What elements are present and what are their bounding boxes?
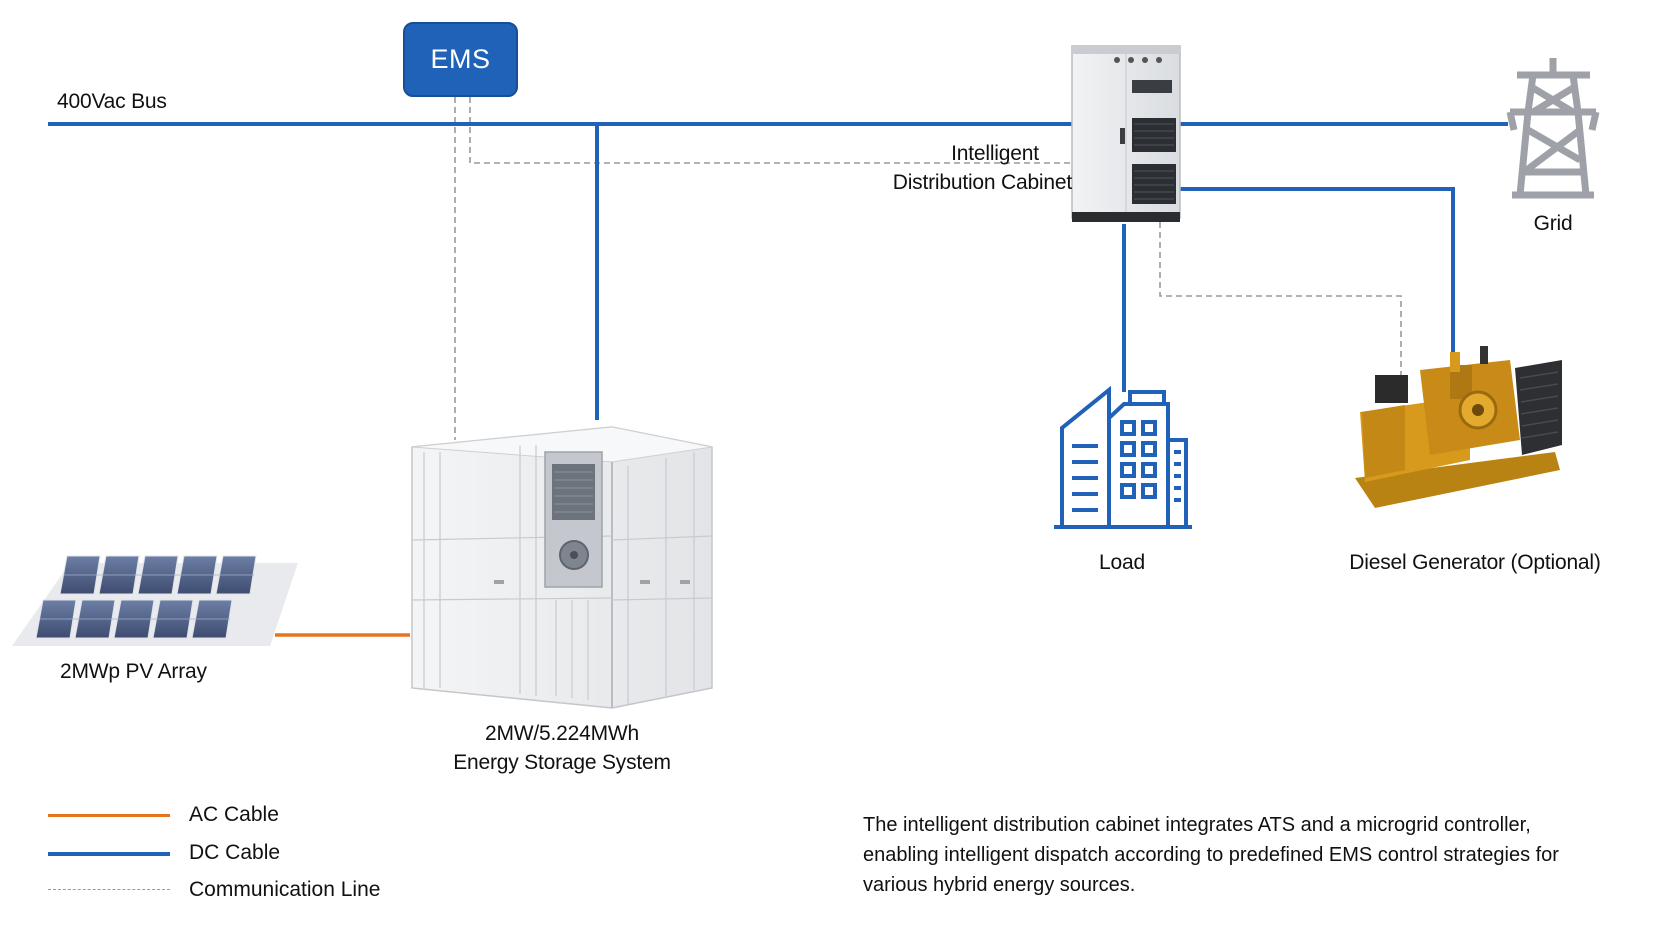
ems-controller: EMS bbox=[403, 22, 518, 97]
cabinet-label-line1: Intelligent bbox=[951, 142, 1039, 165]
distribution-cabinet-image bbox=[1071, 45, 1181, 222]
communication-lines bbox=[454, 97, 1402, 440]
diesel-generator-image bbox=[1355, 346, 1562, 508]
comm-line-ems-to-cabinet bbox=[469, 97, 1070, 164]
load-building-icon bbox=[1054, 385, 1192, 529]
ess-label-line1: 2MW/5.224MWh bbox=[485, 722, 639, 745]
comm-line-cabinet-to-generator bbox=[1159, 222, 1402, 380]
legend-item-dc: DC Cable bbox=[48, 839, 408, 867]
legend-item-comm: Communication Line bbox=[48, 876, 408, 904]
cabinet-label-line2: Distribution Cabinet bbox=[892, 171, 1072, 194]
grid-tower-icon bbox=[1506, 58, 1600, 199]
description-text: The intelligent distribution cabinet int… bbox=[863, 814, 1559, 896]
pv-array-image bbox=[12, 555, 298, 646]
legend-swatch-comm bbox=[48, 889, 170, 890]
dc-cables bbox=[48, 122, 1508, 420]
grid-label: Grid bbox=[1533, 212, 1573, 235]
dc-line-cabinet-to-generator bbox=[1180, 187, 1455, 372]
ess-label-line2: Energy Storage System bbox=[453, 751, 671, 774]
legend-label-dc: DC Cable bbox=[189, 841, 281, 864]
pv-label: 2MWp PV Array bbox=[60, 660, 207, 683]
legend-swatch-ac bbox=[48, 814, 170, 817]
legend-label-ac: AC Cable bbox=[189, 803, 279, 826]
energy-storage-container-image bbox=[411, 426, 713, 709]
generator-label: Diesel Generator (Optional) bbox=[1349, 551, 1601, 574]
legend-label-comm: Communication Line bbox=[189, 878, 381, 901]
legend-swatch-dc bbox=[48, 852, 170, 856]
load-label: Load bbox=[1099, 551, 1145, 574]
ems-label: EMS bbox=[430, 44, 491, 74]
bus-label: 400Vac Bus bbox=[57, 90, 167, 113]
legend-item-ac: AC Cable bbox=[48, 801, 408, 829]
